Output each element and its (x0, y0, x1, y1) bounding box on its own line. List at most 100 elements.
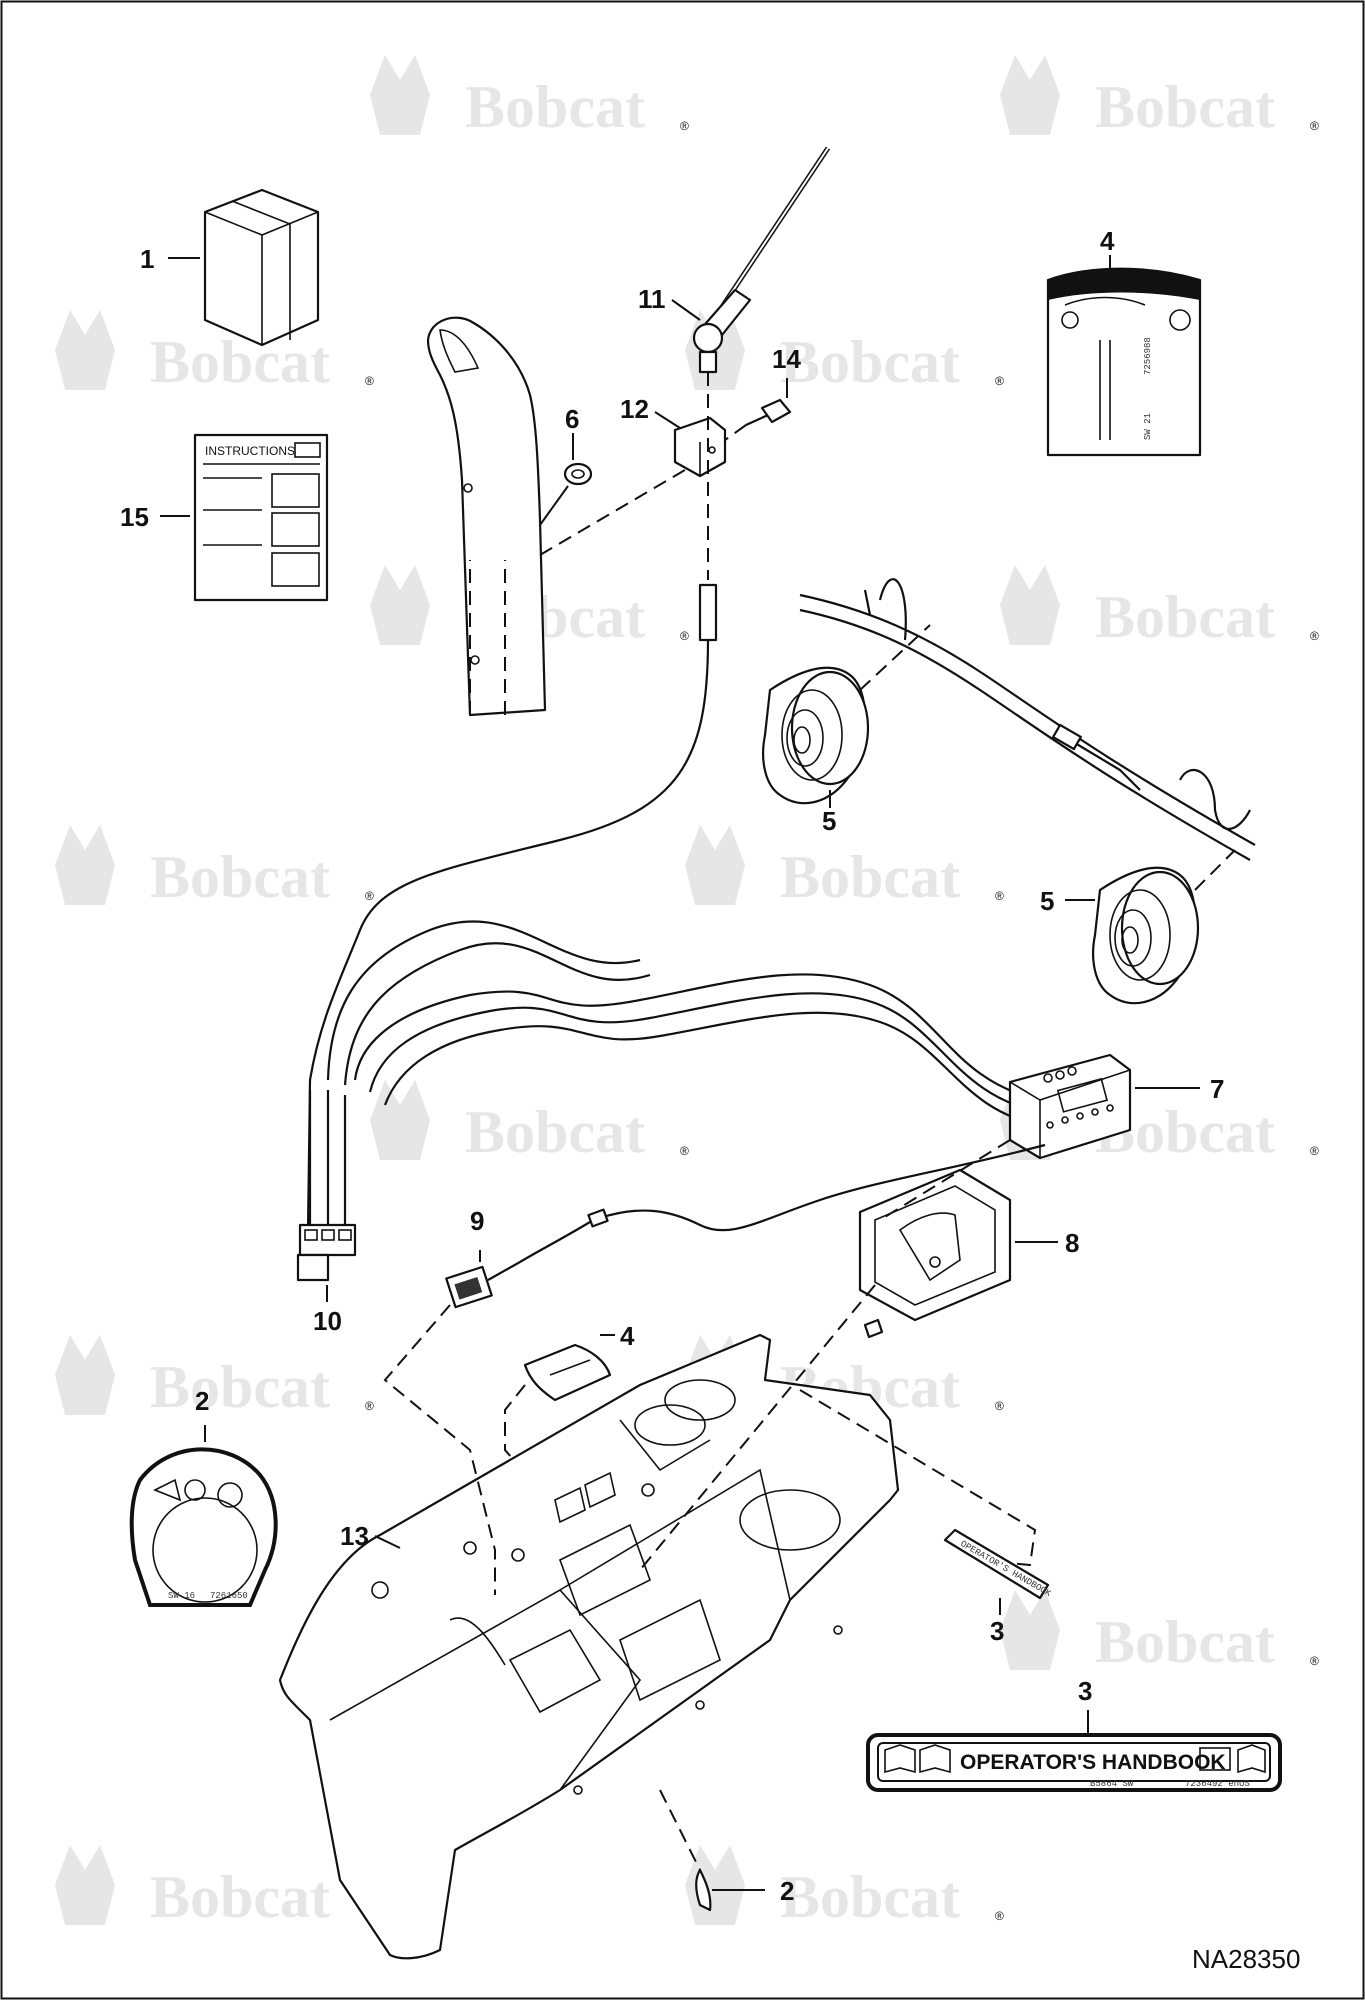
watermark: Bobcat ® (55, 1335, 374, 1420)
decal-2-code-left: SW 16 (168, 1591, 195, 1601)
watermark-mark: ® (365, 374, 374, 388)
callout-5b: 5 (1040, 886, 1054, 916)
callout-12: 12 (620, 394, 649, 424)
watermark-text: Bobcat (780, 844, 960, 910)
rops-post (426, 316, 547, 717)
handbook-code-left: B5864 SW (1090, 1779, 1134, 1789)
callout-2a: 2 (195, 1386, 209, 1416)
watermark-text: Bobcat (1095, 1609, 1275, 1675)
watermark-text: Bobcat (1095, 584, 1275, 650)
part-2-decal-small (695, 1868, 712, 1912)
watermark-mark: ® (1310, 1144, 1319, 1158)
watermark-mark: ® (995, 1909, 1004, 1923)
watermark-mark: ® (365, 1399, 374, 1413)
watermark: Bobcat ® (55, 310, 374, 395)
callout-5a: 5 (822, 806, 836, 836)
antenna-cable (306, 583, 718, 1231)
mount-line (859, 624, 931, 691)
part-5-speaker-lower (1092, 866, 1200, 1005)
watermark-mark: ® (1310, 1654, 1319, 1668)
part-9-usb (445, 1143, 1046, 1309)
callout-6: 6 (565, 404, 579, 434)
part-3-decal-strip: OPERATOR'S HANDBOOK (943, 1528, 1053, 1599)
watermark: Bobcat ® (370, 1080, 689, 1165)
part-3-handbook-decal: OPERATOR'S HANDBOOK B5864 SW 7236492 enU… (866, 1733, 1282, 1792)
watermark-text: Bobcat (780, 329, 960, 395)
part-10-connector (296, 920, 651, 1282)
handbook-code-right: 7236492 enUS (1185, 1779, 1250, 1789)
screw (863, 1318, 884, 1339)
callout-9: 9 (470, 1206, 484, 1236)
watermark: Bobcat ® (685, 1845, 1004, 1930)
part-14-bolt (745, 398, 792, 427)
callout-10: 10 (313, 1306, 342, 1336)
speaker-harness (353, 973, 1041, 1127)
mount-line (539, 469, 686, 556)
mount-line (724, 424, 747, 441)
speaker-frame (799, 578, 1256, 861)
callout-3a: 3 (990, 1616, 1004, 1646)
watermark-text: Bobcat (465, 1099, 645, 1165)
mount-line (639, 1284, 876, 1571)
watermark: Bobcat ® (1000, 1590, 1319, 1675)
mount-line (383, 1304, 496, 1595)
part-4-decal-small (523, 1343, 612, 1402)
watermark: Bobcat ® (55, 1845, 374, 1930)
watermark: Bobcat ® (685, 825, 1004, 910)
leader-line (374, 1535, 401, 1549)
part-2-decal-round: SW 16 7261650 (129, 1447, 278, 1607)
callout-7: 7 (1210, 1074, 1224, 1104)
callout-14: 14 (772, 344, 801, 374)
watermark-mark: ® (680, 1144, 689, 1158)
watermark-text: Bobcat (1095, 74, 1275, 140)
callout-1: 1 (140, 244, 154, 274)
watermark-mark: ® (1310, 119, 1319, 133)
decal-2-code-right: 7261650 (210, 1591, 248, 1601)
callout-3b: 3 (1078, 1676, 1092, 1706)
instructions-title: INSTRUCTIONS (205, 444, 295, 458)
watermark-mark: ® (995, 374, 1004, 388)
callout-4a: 4 (1100, 226, 1115, 256)
handbook-decal-label: OPERATOR'S HANDBOOK (960, 1751, 1226, 1774)
decal-4-code-a: 7256988 (1143, 337, 1153, 375)
drawing-number: NA28350 (1192, 1944, 1300, 1974)
part-4-decal-top: 7256988 SW 21 (1046, 267, 1202, 457)
watermark-text: Bobcat (780, 1864, 960, 1930)
callout-15: 15 (120, 502, 149, 532)
mount-line (659, 1789, 701, 1871)
leader-line (671, 299, 701, 321)
watermark-text: Bobcat (465, 74, 645, 140)
watermark-text: Bobcat (150, 329, 330, 395)
part-11-antenna (692, 146, 831, 374)
watermark-mark: ® (1310, 629, 1319, 643)
part-12-bracket (673, 416, 727, 478)
leader-line (654, 411, 681, 429)
part-6-grommet (563, 462, 593, 486)
watermark-mark: ® (995, 889, 1004, 903)
watermark-text: Bobcat (150, 1354, 330, 1420)
mount-line (504, 1384, 561, 1551)
part-15-instructions-sheet: INSTRUCTIONS (193, 433, 329, 602)
watermark-mark: ® (680, 629, 689, 643)
part-1-box (203, 188, 320, 347)
decal-4-code-b: SW 21 (1143, 413, 1153, 440)
part-8-bezel (858, 1168, 1012, 1322)
mount-line (1194, 849, 1236, 891)
watermark: Bobcat ® (370, 55, 689, 140)
watermark-mark: ® (995, 1399, 1004, 1413)
watermark: Bobcat ® (1000, 55, 1319, 140)
mount-line (879, 1139, 1011, 1221)
part-5-speaker-upper (762, 666, 870, 805)
watermark: Bobcat ® (1000, 565, 1319, 650)
callout-11: 11 (638, 284, 666, 314)
watermark-text: Bobcat (150, 1864, 330, 1930)
part-13-console (278, 1333, 900, 1960)
watermark-mark: ® (680, 119, 689, 133)
watermark-layer: Bobcat ® Bobcat ® Bobcat ® Bobcat ® Bobc… (55, 55, 1319, 1930)
part-7-radio (1008, 1053, 1132, 1160)
watermark: Bobcat ® (55, 825, 374, 910)
callout-13: 13 (340, 1521, 369, 1551)
